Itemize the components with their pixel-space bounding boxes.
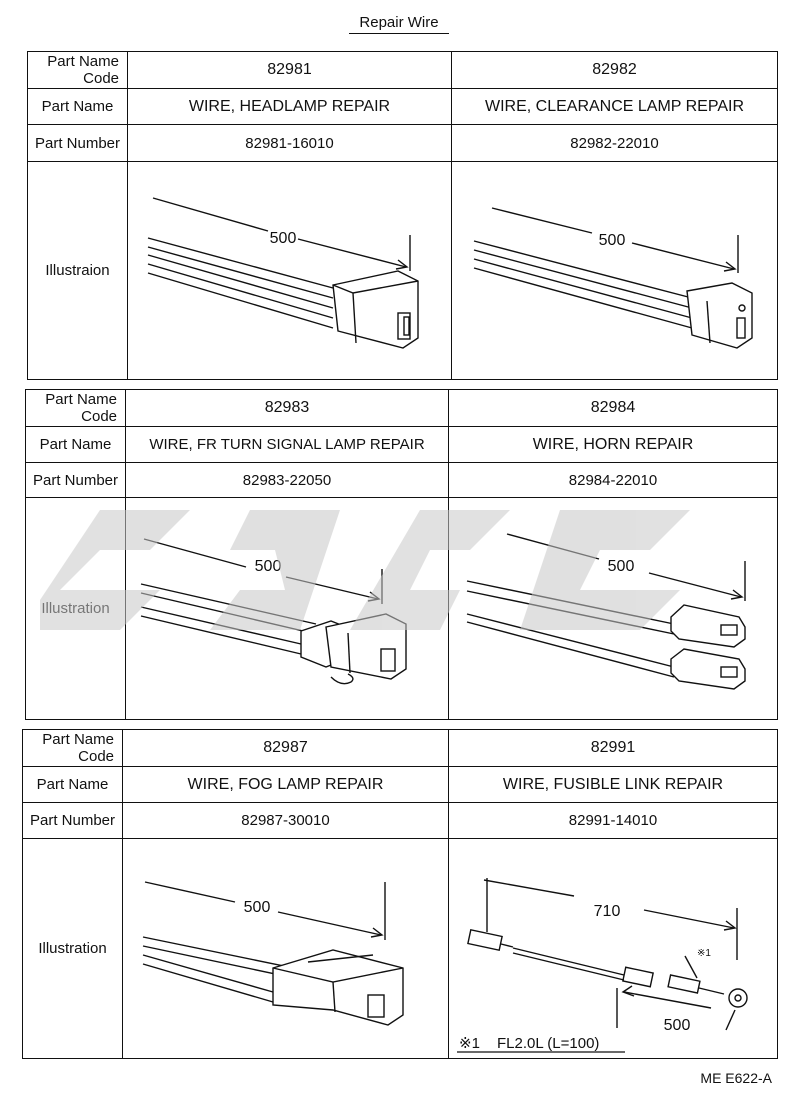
part-number: 82981-16010 [127, 124, 452, 162]
part-code: 82987 [122, 729, 449, 767]
illustration-turn-signal: 500 [125, 497, 449, 720]
illustration-label: Illustration [22, 838, 123, 1059]
dimension-label: 500 [599, 232, 626, 249]
illustration-headlamp: 500 [127, 161, 452, 380]
part-code: 82984 [448, 389, 778, 427]
dimension-label-total: 710 [594, 903, 621, 920]
part-name: WIRE, FR TURN SIGNAL LAMP REPAIR [125, 426, 449, 463]
part-number-label: Part Number [27, 124, 128, 162]
part-name: WIRE, FUSIBLE LINK REPAIR [448, 766, 778, 803]
dimension-label: 500 [255, 558, 282, 575]
part-number: 82983-22050 [125, 462, 449, 498]
part-number: 82984-22010 [448, 462, 778, 498]
dimension-label: 500 [608, 558, 635, 575]
dimension-label: 500 [244, 899, 271, 916]
part-name: WIRE, CLEARANCE LAMP REPAIR [451, 88, 778, 125]
part-number: 82991-14010 [448, 802, 778, 839]
part-code: 82983 [125, 389, 449, 427]
part-name: WIRE, FOG LAMP REPAIR [122, 766, 449, 803]
part-name-label: Part Name [22, 766, 123, 803]
part-name-label: Part Name [25, 426, 126, 463]
part-number-label: Part Number [22, 802, 123, 839]
illustration-label: Illustration [25, 497, 126, 720]
part-name: WIRE, HORN REPAIR [448, 426, 778, 463]
reference-mark: ※1 [697, 948, 711, 959]
illustration-clearance-lamp: 500 [451, 161, 778, 380]
illustration-label: Illustraion [27, 161, 128, 380]
part-code: 82982 [451, 51, 778, 89]
illustration-fusible-link: 710 500 ※1 ※1 FL2.0L (L=100) [448, 838, 778, 1059]
part-name: WIRE, HEADLAMP REPAIR [127, 88, 452, 125]
illustration-horn: 500 [448, 497, 778, 720]
part-name-label: Part Name [27, 88, 128, 125]
dimension-label-wire: 500 [664, 1017, 691, 1034]
part-number-label: Part Number [25, 462, 126, 498]
page-reference: ME E622-A [700, 1070, 772, 1086]
illustration-fog-lamp: 500 [122, 838, 449, 1059]
page-title: Repair Wire [349, 14, 449, 34]
note-mark: ※1 [459, 1035, 480, 1052]
fusible-link-note: FL2.0L (L=100) [497, 1035, 599, 1052]
part-number: 82987-30010 [122, 802, 449, 839]
part-code: 82981 [127, 51, 452, 89]
part-code: 82991 [448, 729, 778, 767]
part-number: 82982-22010 [451, 124, 778, 162]
dimension-label: 500 [270, 230, 297, 247]
